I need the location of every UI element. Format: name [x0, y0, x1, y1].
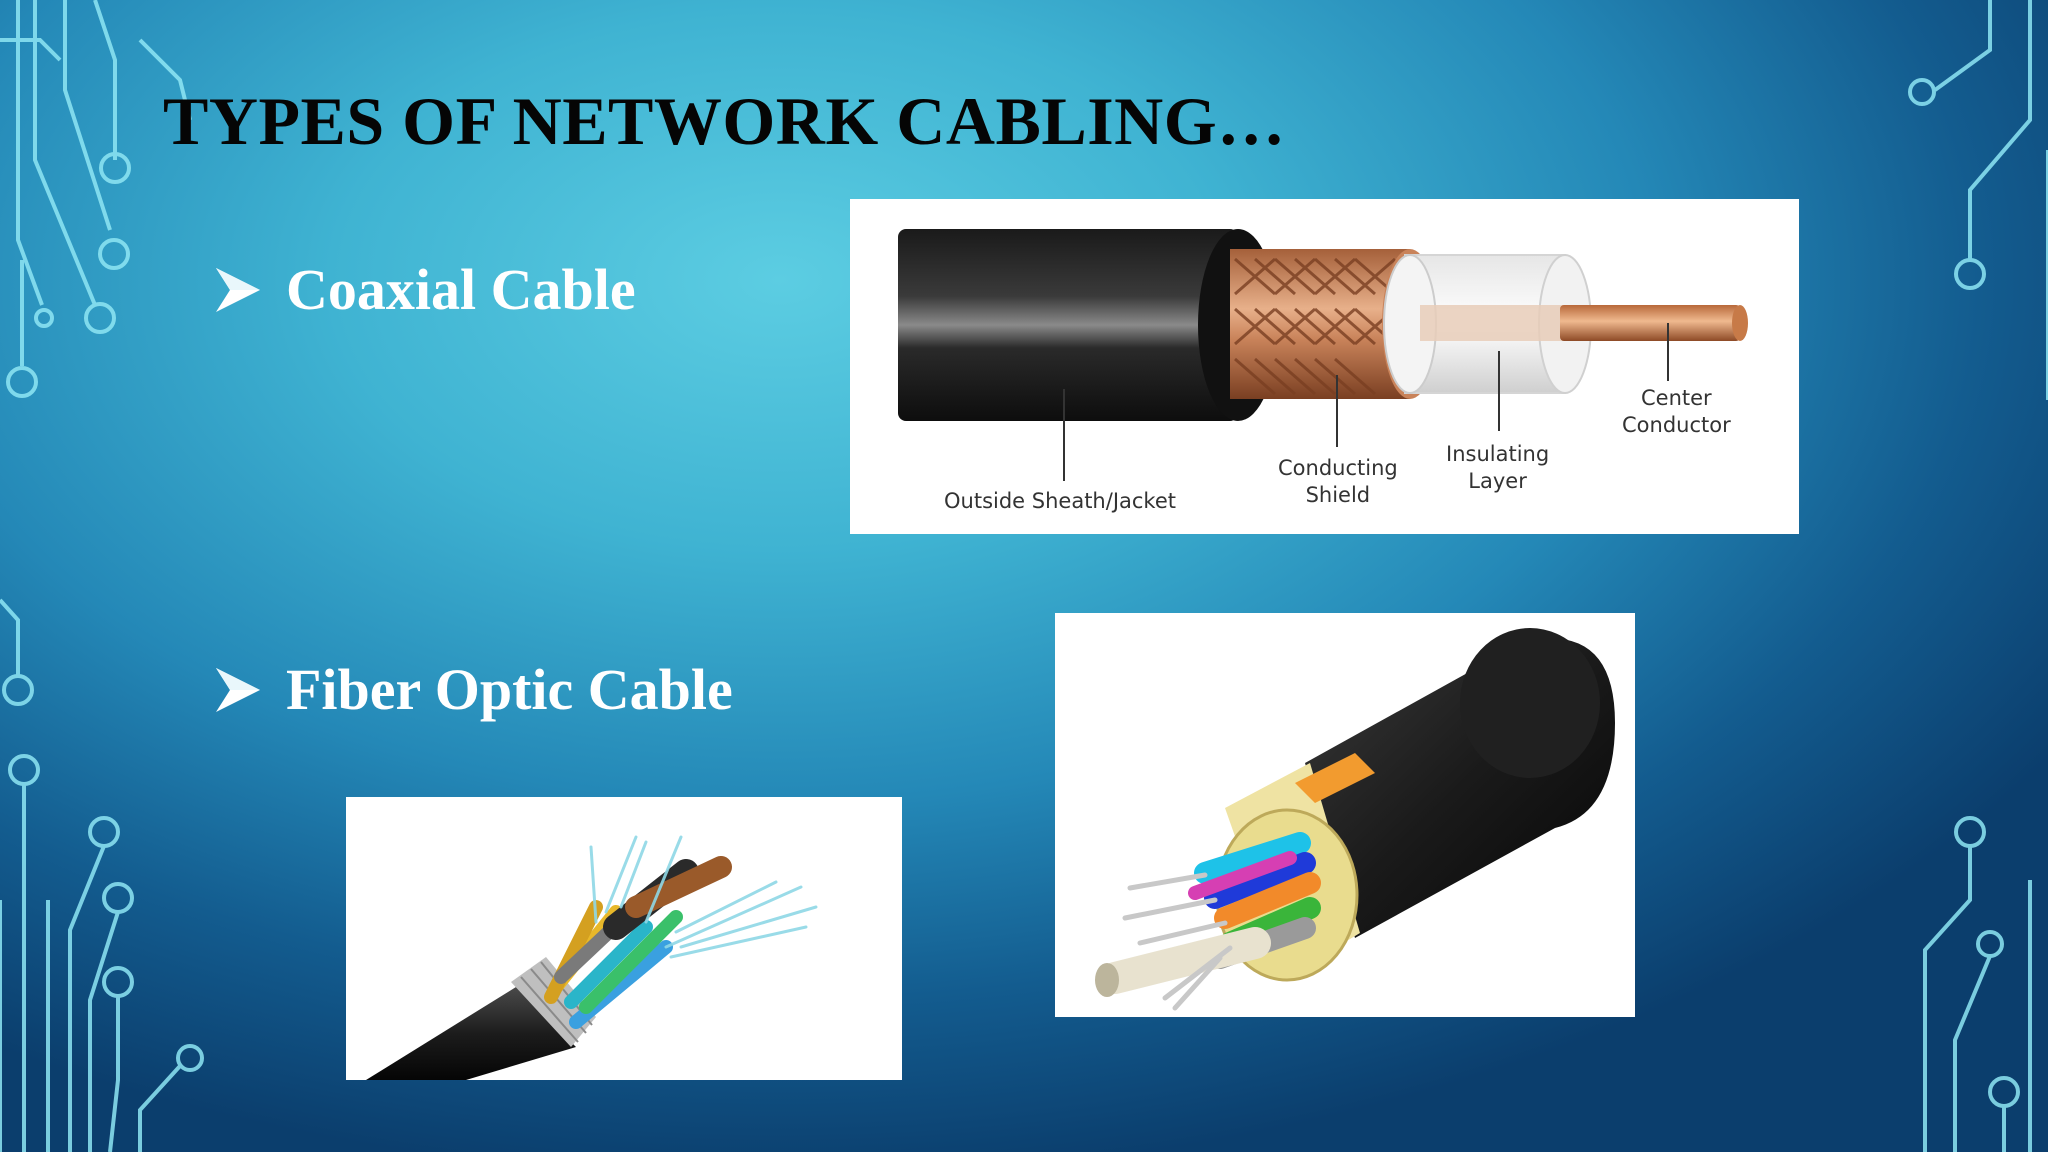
arrow-bullet-icon — [216, 667, 260, 712]
coaxial-cable-diagram: Outside Sheath/Jacket Conducting Shield … — [850, 199, 1799, 534]
bullet-coaxial-cable: Coaxial Cable — [212, 256, 636, 323]
arrow-bullet-icon — [216, 267, 260, 312]
fiber-optic-bundle-illustration — [366, 835, 818, 1080]
bullet-fiber-optic-cable: Fiber Optic Cable — [212, 656, 733, 723]
label-outside-sheath: Outside Sheath/Jacket — [944, 489, 1176, 513]
label-insulating-layer: Insulating Layer — [1446, 442, 1550, 493]
fiber-optic-cable-image — [1055, 613, 1635, 1017]
fiber-optic-bundle-image — [346, 797, 902, 1080]
slide-title: TYPES OF NETWORK CABLING… — [163, 83, 1286, 159]
label-conducting-shield: Conducting Shield — [1278, 456, 1398, 507]
coaxial-cable-illustration — [898, 229, 1748, 481]
fiber-optic-cable-illustration — [1095, 628, 1615, 1011]
bullet-label: Fiber Optic Cable — [286, 657, 733, 722]
label-center-conductor: Center Conductor — [1622, 386, 1731, 437]
bullet-label: Coaxial Cable — [286, 257, 636, 322]
